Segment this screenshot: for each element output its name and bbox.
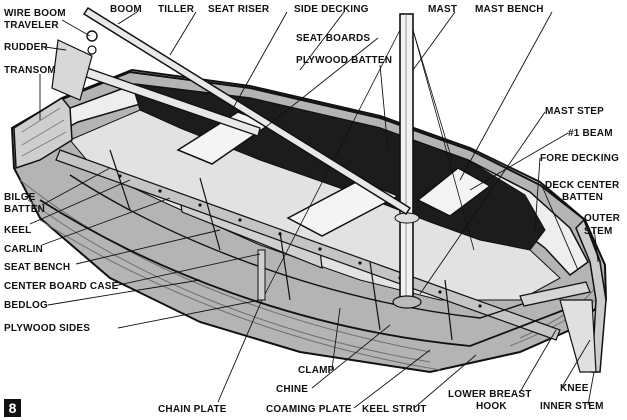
sheer-line (13, 68, 601, 263)
label-keel-strut: KEEL STRUT (362, 404, 427, 415)
label-bilge-1: BILGE (4, 192, 36, 203)
label-chine: CHINE (276, 384, 308, 395)
label-chain-plate: CHAIN PLATE (158, 404, 227, 415)
mast (399, 13, 414, 303)
label-plywood-sides: PLYWOOD SIDES (4, 323, 90, 334)
keel-strip (55, 149, 561, 341)
wire-boom-traveler (86, 30, 98, 42)
label-side-decking: SIDE DECKING (294, 4, 369, 15)
breast-hook (519, 281, 591, 307)
label-deck-center-2: BATTEN (562, 192, 603, 203)
mast-bench (416, 167, 492, 217)
label-tiller: TILLER (158, 4, 195, 15)
label-deck-center-1: DECK CENTER (545, 180, 620, 191)
figure-number-badge (4, 399, 21, 417)
label-seat-bench: SEAT BENCH (4, 262, 70, 273)
label-seat-boards: SEAT BOARDS (296, 33, 370, 44)
label-beam-1: #1 BEAM (568, 128, 613, 139)
chine-strip (39, 199, 591, 347)
leader-lines (29, 11, 599, 409)
label-mast-step: MAST STEP (545, 106, 604, 117)
label-boom: BOOM (110, 4, 142, 15)
mast-step (392, 295, 422, 309)
transom-grain (21, 107, 67, 157)
label-wire-boom-2: TRAVELER (4, 20, 59, 31)
label-outer-stem-1: OUTER (584, 213, 621, 224)
label-mast: MAST (428, 4, 457, 15)
label-carlin: CARLIN (4, 244, 43, 255)
label-seat-riser: SEAT RISER (208, 4, 270, 15)
label-keel: KEEL (4, 225, 31, 236)
label-fore-decking: FORE DECKING (540, 153, 619, 164)
rudder (51, 39, 93, 101)
label-inner-stem: INNER STEM (540, 401, 604, 412)
label-coaming-plate: COAMING PLATE (266, 404, 352, 415)
chain-plate (257, 249, 266, 301)
label-wire-boom-1: WIRE BOOM (4, 8, 66, 19)
figure-number: 8 (8, 400, 17, 416)
label-outer-stem-2: STEM (584, 226, 613, 237)
label-lower-breast-2: HOOK (476, 401, 507, 412)
boom (82, 6, 412, 216)
label-rudder: RUDDER (4, 42, 49, 53)
part-labels: WIRE BOOM TRAVELER BOOM TILLER SEAT RISE… (4, 4, 621, 415)
inner-stem-knee (559, 299, 597, 373)
label-mast-bench: MAST BENCH (475, 4, 544, 15)
label-plywood-batten: PLYWOOD BATTEN (296, 55, 392, 66)
label-bilge-2: BATTEN (4, 204, 45, 215)
transom (13, 97, 73, 170)
label-clamp: CLAMP (298, 365, 335, 376)
label-center-board-case: CENTER BOARD CASE (4, 281, 119, 292)
seat-board-mid (286, 179, 400, 237)
label-bedlog: BEDLOG (4, 300, 48, 311)
label-transom: TRANSOM (4, 65, 56, 76)
label-lower-breast-1: LOWER BREAST (448, 389, 532, 400)
frames (109, 149, 453, 341)
label-knee: KNEE (560, 383, 589, 394)
